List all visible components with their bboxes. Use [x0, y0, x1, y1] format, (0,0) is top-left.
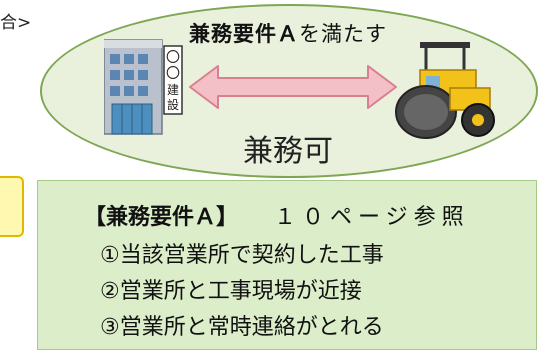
requirement-item: ③営業所と常時連絡がとれる: [100, 315, 384, 340]
condition-title-bold: 兼務要件Ａ: [189, 22, 299, 46]
condition-title: 兼務要件Ａを満たす: [38, 18, 538, 48]
road-roller-icon: [395, 42, 495, 139]
office-building-icon: 〇 〇 建 設: [104, 39, 183, 135]
side-note-box: [0, 176, 24, 237]
requirement-item: ②営業所と工事現場が近接: [100, 279, 362, 304]
section-label-fragment: 合>: [0, 13, 32, 33]
requirement-item: ①当該営業所で契約した工事: [100, 243, 384, 268]
result-label: 兼務可: [243, 134, 333, 169]
condition-ellipse: 兼務要件Ａを満たす 〇 〇 建 設 兼務可: [38, 0, 538, 180]
page-reference: １０ページ参照: [274, 205, 470, 230]
double-arrow-icon: [189, 65, 397, 109]
requirements-title: 【兼務要件Ａ】: [84, 205, 239, 230]
building-sign-char: 〇: [166, 66, 180, 82]
building-sign-char: 建: [167, 83, 179, 97]
building-sign-char: 設: [167, 97, 179, 112]
building-sign-char: 〇: [166, 50, 180, 66]
requirements-box: 【兼務要件Ａ】 １０ページ参照 ①当該営業所で契約した工事 ②営業所と工事現場が近…: [37, 180, 537, 350]
requirements-heading: 【兼務要件Ａ】 １０ページ参照: [84, 199, 470, 231]
condition-title-rest: を満たす: [299, 22, 387, 46]
